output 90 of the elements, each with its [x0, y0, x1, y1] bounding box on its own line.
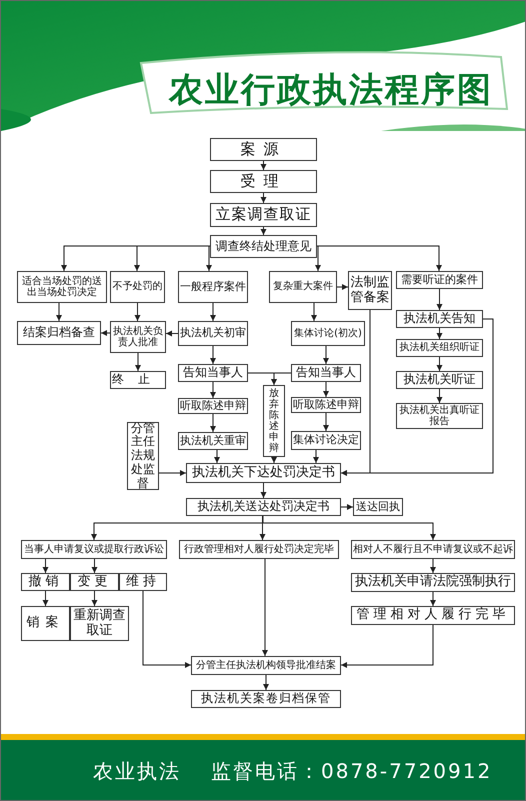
process-box: 适合当场处罚的送出当场处罚决定	[17, 271, 107, 303]
arrow	[206, 246, 212, 272]
process-box: 送达回执	[353, 498, 403, 516]
arrow	[262, 558, 268, 656]
arrow	[262, 516, 436, 540]
process-box: 分管主任法规处监督	[127, 422, 159, 490]
process-box: 集体讨论决定	[291, 431, 361, 450]
process-box: 执法机关听证	[396, 371, 483, 389]
arrow	[340, 624, 434, 668]
arrow	[436, 328, 442, 340]
arrow	[260, 160, 266, 170]
arrow	[430, 558, 436, 574]
process-box: 不予处罚的	[110, 271, 165, 303]
process-box: 执法机关下达处罚决定书	[186, 463, 341, 483]
arrow	[42, 590, 48, 606]
process-box: 终止	[110, 371, 166, 389]
footer-text: 农业执法	[93, 758, 181, 784]
arrow	[92, 590, 98, 606]
process-box: 法制监管备案	[348, 271, 392, 310]
arrow	[56, 302, 62, 322]
arrow	[336, 284, 348, 290]
process-box: 结案归档备查	[17, 321, 101, 345]
arrow	[135, 352, 141, 372]
arrow	[214, 450, 220, 464]
process-box: 执法机关案卷归档保管	[191, 690, 341, 708]
process-box: 行政管理相对人履行处罚决定完毕	[179, 540, 339, 559]
process-box: 一般程序案件	[178, 271, 248, 303]
arrow	[311, 302, 317, 322]
arrow	[323, 382, 329, 398]
arrow	[210, 414, 216, 432]
arrow	[271, 372, 292, 386]
process-box: 立案调查取证	[210, 203, 317, 227]
arrow	[210, 382, 216, 398]
process-box: 相对人不履行且不申请复议或不起诉	[351, 540, 515, 559]
process-box: 执法机关申请法院强制执行	[351, 573, 515, 592]
process-box: 撤销	[21, 573, 70, 591]
process-box: 销案	[21, 606, 70, 641]
process-box: 管理相对人履行完毕	[351, 606, 515, 625]
arrow	[166, 330, 178, 336]
process-box: 听取陈述申辩	[291, 397, 361, 413]
arrow	[436, 356, 442, 372]
arrow	[340, 504, 354, 510]
process-box: 维持	[119, 573, 167, 591]
process-box: 告知当事人	[291, 364, 361, 382]
process-box: 复杂重大案件	[269, 271, 337, 303]
arrow	[260, 482, 266, 498]
process-box: 分管主任执法机构领导批准结案	[191, 656, 341, 675]
process-box: 执法机关组织听证	[396, 339, 483, 357]
process-box: 执法机关出真听证报告	[396, 403, 483, 429]
process-box: 需要听证的案件	[396, 271, 483, 289]
arrow	[142, 590, 192, 668]
arrow	[436, 388, 442, 404]
arrow	[430, 592, 436, 606]
process-box: 执法机关负责人批准	[110, 321, 166, 353]
process-box: 执法机关初审	[178, 321, 248, 346]
arrow	[260, 192, 266, 204]
arrow	[313, 450, 319, 464]
arrow	[100, 330, 110, 336]
process-box: 当事人申请复议或提取行政诉讼	[21, 540, 167, 559]
arrow	[210, 302, 216, 322]
arrow	[260, 516, 266, 540]
arrow	[323, 346, 329, 364]
arrow	[42, 558, 48, 574]
arrow	[134, 302, 140, 322]
arrow	[158, 470, 186, 476]
arrow	[316, 246, 442, 272]
process-box: 放弃陈述申辩	[263, 385, 285, 457]
process-box: 受理	[210, 170, 317, 193]
arrow	[340, 318, 494, 476]
process-box: 调查终结处理意见	[210, 235, 317, 258]
title: 农业行政执法程序图	[168, 69, 494, 112]
arrow	[260, 226, 266, 236]
process-box: 案源	[210, 138, 317, 161]
arrow	[210, 346, 216, 364]
arrow	[436, 288, 442, 310]
arrow	[323, 412, 329, 432]
arrow	[92, 558, 98, 574]
process-box: 执法机关告知	[396, 310, 483, 328]
process-box: 重新调查取证	[70, 606, 129, 641]
process-box: 告知当事人	[178, 364, 248, 382]
process-box: 集体讨论(初次)	[291, 321, 365, 346]
arrow	[134, 246, 210, 272]
process-box: 执法机关送达处罚决定书	[186, 498, 341, 516]
arrow	[271, 456, 277, 464]
footer-text: 监督电话：0878-7720912	[211, 758, 492, 784]
arrow	[263, 674, 269, 690]
arrow	[315, 246, 321, 272]
process-box: 变更	[70, 573, 119, 591]
process-box: 执法机关重审	[178, 432, 248, 450]
process-box: 听取陈述申辩	[178, 398, 248, 414]
